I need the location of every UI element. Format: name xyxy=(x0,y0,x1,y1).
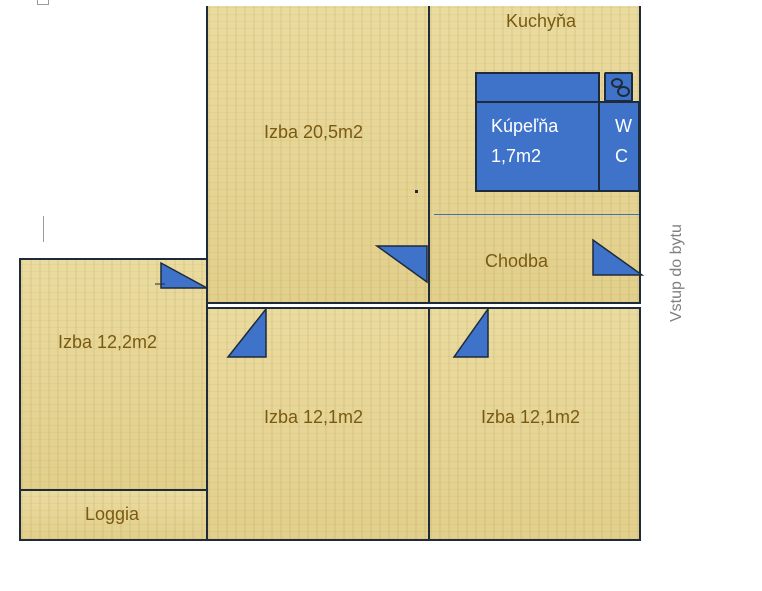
wc-basin-ring-2 xyxy=(617,86,630,97)
bathroom-area-label: 1,7m2 xyxy=(491,146,542,166)
door-mid-room xyxy=(226,307,267,358)
hallway-divider xyxy=(434,214,639,215)
corner-mark xyxy=(37,0,49,5)
wc xyxy=(598,101,640,192)
room-hallway-label: Chodba xyxy=(485,251,549,271)
bathtub xyxy=(475,72,600,103)
entrance-label: Vstup do bytu xyxy=(668,224,685,322)
room-izba-left-label: Izba 12,2m2 xyxy=(58,332,158,352)
door-entrance xyxy=(592,238,645,276)
room-loggia xyxy=(19,489,208,541)
room-izba-mid-label: Izba 12,1m2 xyxy=(264,407,364,427)
dot-mark xyxy=(415,190,418,193)
wc-label-c: C xyxy=(615,146,628,166)
wc-label-w: W xyxy=(615,116,632,136)
door-left-room xyxy=(155,261,208,289)
cursor-line xyxy=(43,216,44,242)
room-kitchen-label: Kuchyňa xyxy=(506,11,577,31)
room-izba-left xyxy=(19,258,208,491)
room-izba-right xyxy=(428,307,641,541)
room-izba-large xyxy=(206,6,430,304)
door-right-room xyxy=(452,307,489,358)
room-loggia-label: Loggia xyxy=(85,504,140,524)
room-izba-right-label: Izba 12,1m2 xyxy=(481,407,581,427)
room-izba-large-label: Izba 20,5m2 xyxy=(264,122,364,142)
door-large-room xyxy=(375,245,428,284)
wc-basin-ring-1 xyxy=(611,78,623,88)
bathroom-name-label: Kúpeľňa xyxy=(491,116,559,136)
